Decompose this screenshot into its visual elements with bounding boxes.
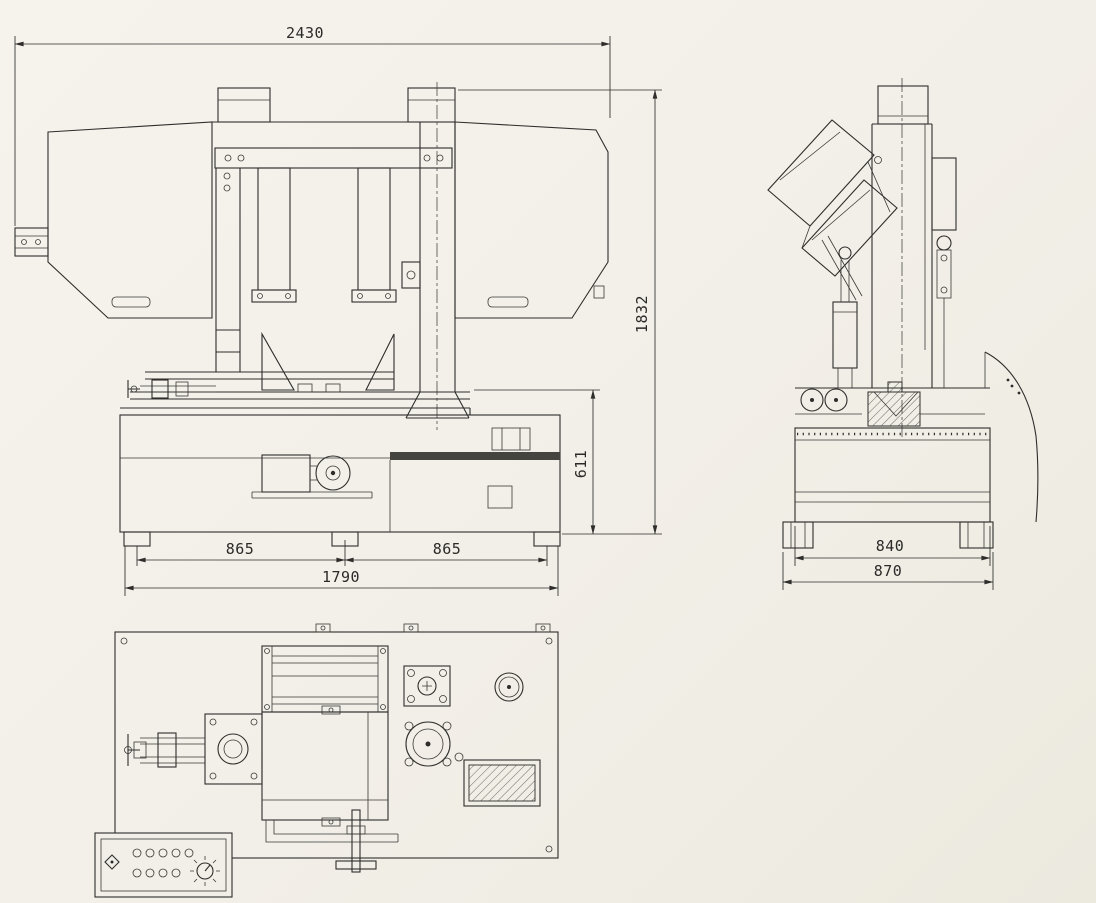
front-view: 2430 bbox=[14, 24, 662, 596]
front-gusset-left bbox=[261, 331, 295, 391]
top-round-cap bbox=[494, 672, 524, 702]
top-vise-clamp bbox=[124, 713, 263, 785]
front-feet bbox=[123, 531, 561, 547]
side-view: 840 870 bbox=[767, 78, 1039, 590]
top-roller-conveyor bbox=[261, 645, 389, 713]
front-dim-overall-width: 2430 bbox=[14, 24, 611, 226]
dim-label-table-height: 611 bbox=[572, 450, 590, 479]
front-dim-height: 1832 611 bbox=[458, 89, 662, 535]
front-dim-base: 865 865 1790 bbox=[124, 540, 559, 596]
dim-label-base-overall: 1790 bbox=[322, 568, 360, 586]
side-vise bbox=[795, 381, 990, 427]
control-panel bbox=[94, 832, 233, 898]
front-right-wheel-cover bbox=[454, 121, 609, 319]
front-base bbox=[119, 414, 561, 533]
front-saw-frame bbox=[212, 87, 456, 372]
front-vise-table bbox=[120, 371, 471, 415]
top-mount-tabs bbox=[315, 623, 551, 633]
front-main-column bbox=[401, 82, 470, 430]
panel-knob[interactable] bbox=[190, 856, 220, 886]
dim-label-base-right: 865 bbox=[433, 540, 462, 558]
top-pipe-lever bbox=[265, 809, 399, 873]
emergency-indicator[interactable] bbox=[104, 854, 120, 870]
side-control-bracket bbox=[931, 157, 957, 388]
top-outline bbox=[114, 631, 559, 859]
dim-label-side-feet-width: 870 bbox=[874, 562, 903, 580]
dim-label-overall-height: 1832 bbox=[633, 295, 651, 333]
side-feet bbox=[782, 521, 994, 549]
side-hydraulic-cylinder bbox=[832, 246, 858, 388]
side-chip-cover bbox=[984, 351, 1039, 523]
dim-label-overall-width: 2430 bbox=[286, 24, 324, 42]
top-view bbox=[94, 623, 559, 898]
side-saw-bow bbox=[767, 119, 898, 301]
top-gearbox bbox=[261, 705, 389, 827]
side-column bbox=[871, 85, 933, 388]
side-base bbox=[794, 427, 991, 523]
dim-label-base-left: 865 bbox=[226, 540, 255, 558]
front-left-wheel-cover bbox=[47, 121, 213, 319]
top-bearing-flange bbox=[404, 721, 464, 767]
front-gusset-right bbox=[365, 333, 395, 391]
top-flange-plate bbox=[403, 665, 451, 707]
top-hatched-panel bbox=[463, 759, 541, 807]
side-dim-base: 840 870 bbox=[782, 526, 994, 590]
panel-buttons[interactable] bbox=[132, 848, 194, 878]
dim-label-side-base-width: 840 bbox=[876, 537, 905, 555]
front-left-bracket bbox=[14, 227, 49, 257]
